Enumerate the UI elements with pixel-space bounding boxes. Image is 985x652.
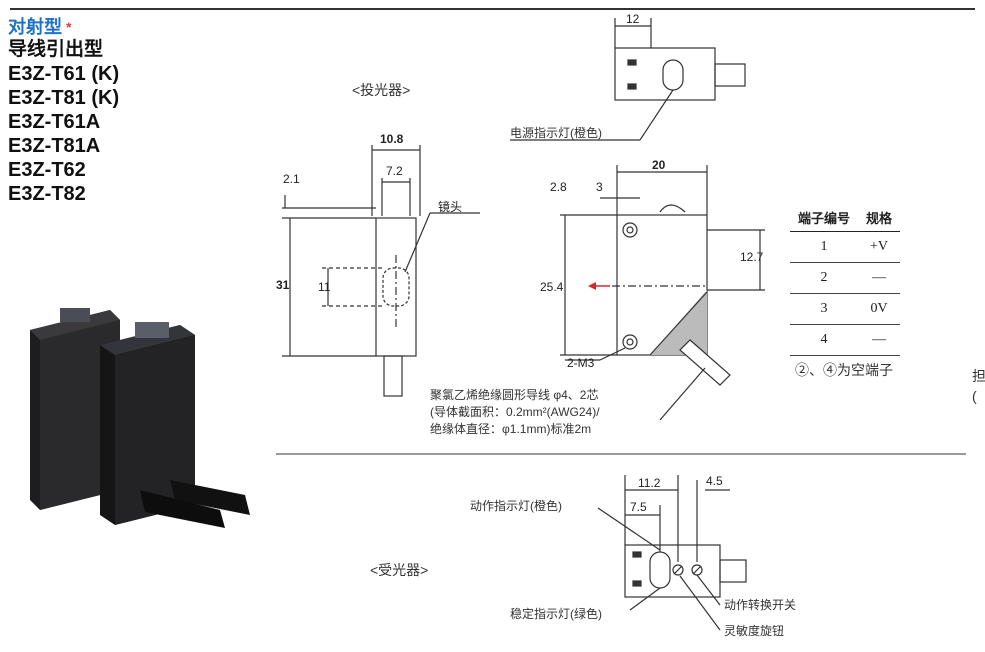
dim-20: 20 <box>652 158 666 172</box>
dim-12-7: 12.7 <box>740 250 764 264</box>
note-star: * <box>66 19 72 35</box>
table-row: 4— <box>790 324 901 356</box>
sensitivity-knob-label: 灵敏度旋钮 <box>724 624 785 638</box>
section-divider <box>276 453 966 455</box>
table-row: 2— <box>790 262 901 294</box>
cable-desc-2: (导体截面积：0.2mm²(AWG24)/ <box>430 405 600 419</box>
table-header-terminal: 端子编号 <box>790 204 859 232</box>
model-3: E3Z-T61A <box>8 111 101 133</box>
model-2: E3Z-T81 (K) <box>8 87 120 109</box>
dim-2-8: 2.8 <box>550 180 567 194</box>
dim-25-4: 25.4 <box>540 280 564 294</box>
top-rule <box>10 8 975 10</box>
sensor-type-title: 对射型* <box>8 17 72 37</box>
dim-12: 12 <box>626 12 640 26</box>
emitter-label: <投光器> <box>352 82 411 98</box>
dim-3: 3 <box>596 180 603 194</box>
edge-glyph-1: 担 <box>972 368 985 384</box>
cable-desc-3: 绝缘体直径：φ1.1mm)标准2m <box>430 422 592 436</box>
dim-31: 31 <box>276 278 290 292</box>
receiver-label: <受光器> <box>370 562 429 578</box>
dim-10-8: 10.8 <box>380 132 404 146</box>
m3-label: 2-M3 <box>567 356 595 370</box>
dim-2-1: 2.1 <box>283 172 300 186</box>
table-header-spec: 规格 <box>858 204 901 232</box>
model-1: E3Z-T61 (K) <box>8 63 120 85</box>
sensor-subtitle: 导线引出型 <box>8 39 104 60</box>
emitter-top-body <box>614 47 716 101</box>
table-row: 1+V <box>790 231 901 263</box>
model-4: E3Z-T81A <box>8 135 101 157</box>
dim-4-5: 4.5 <box>706 474 723 488</box>
edge-glyph-2: ( <box>972 388 977 404</box>
dim-11-2: 11.2 <box>638 476 661 490</box>
product-photo <box>30 308 250 528</box>
terminal-note: ②、④为空端子 <box>795 362 893 378</box>
dim-7-5: 7.5 <box>630 500 647 514</box>
mode-switch-label: 动作转换开关 <box>724 598 797 612</box>
dim-11: 11 <box>318 280 331 294</box>
model-5: E3Z-T62 <box>8 159 86 181</box>
title-block: 对射型* 导线引出型 E3Z-T61 (K) E3Z-T81 (K) E3Z-T… <box>8 16 119 206</box>
power-led-label: 电源指示灯(橙色) <box>510 126 602 140</box>
lens-label: 镜头 <box>438 200 463 214</box>
model-6: E3Z-T82 <box>8 183 86 205</box>
stability-led-label: 稳定指示灯(绿色) <box>510 607 602 621</box>
cable-desc-1: 聚氯乙烯绝缘圆形导线 φ4、2芯 <box>430 388 599 402</box>
operation-led-label: 动作指示灯(橙色) <box>470 499 562 513</box>
emitter-direction-arrow <box>588 282 610 290</box>
dim-7-2: 7.2 <box>386 164 403 178</box>
